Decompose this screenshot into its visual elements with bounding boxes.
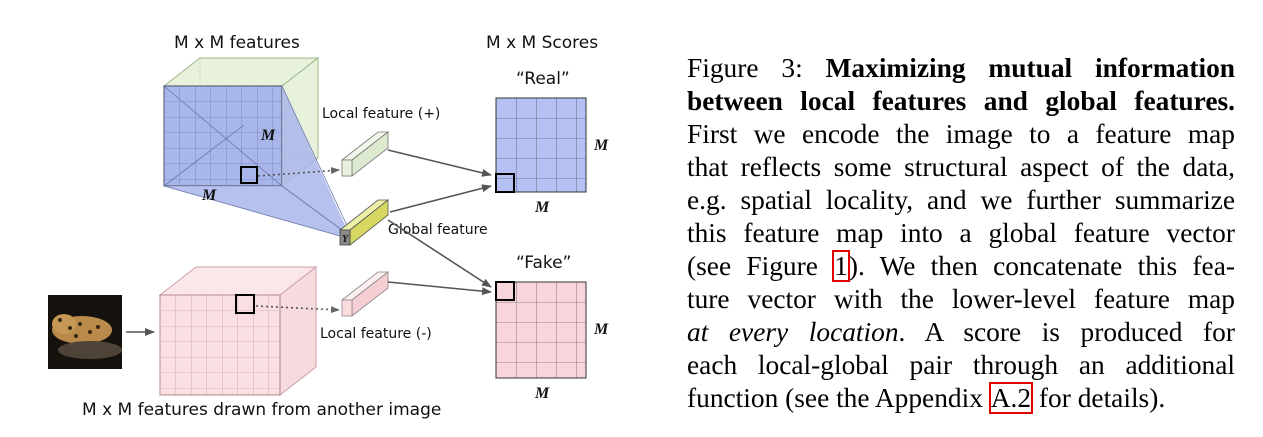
y-symbol: Y xyxy=(342,234,349,245)
global-feature-label: Global feature xyxy=(388,222,488,238)
caption-text: First we encode the image to a feature m… xyxy=(687,119,1235,149)
caption-text: ). We then concatenate this fea- xyxy=(848,251,1235,281)
caption-line: First we encode the image to a feature m… xyxy=(687,118,1235,151)
caption-text: . A score is produced for xyxy=(898,317,1235,347)
caption-bold-text: between local features and global featur… xyxy=(687,86,1235,116)
arrow-local-to-real xyxy=(387,149,492,177)
caption-line: between local features and global featur… xyxy=(687,85,1235,118)
real-score-cell xyxy=(495,173,515,193)
real-score-grid xyxy=(495,97,587,193)
caption-line: Figure 3: Maximizing mutual information xyxy=(687,52,1235,85)
dotted-arrow-fake xyxy=(255,305,340,314)
caption-reference-link[interactable]: A.2 xyxy=(988,382,1034,414)
local-feature-neg-bar xyxy=(340,271,390,317)
figure-diagram: M x M features M x M Scores M M Y Global… xyxy=(48,33,609,420)
selected-patch-real xyxy=(240,166,258,184)
caption-text: ture vector with the lower-level feature… xyxy=(687,284,1235,314)
caption-text: this feature map into a global feature v… xyxy=(687,218,1235,248)
input-image-thumbnail xyxy=(48,295,122,369)
fake-label: “Fake” xyxy=(516,253,571,273)
caption-line: ture vector with the lower-level feature… xyxy=(687,283,1235,316)
real-label: “Real” xyxy=(516,69,570,89)
caption-text: Figure 3: xyxy=(687,53,826,83)
caption-text: that reflects some structural aspect of … xyxy=(687,152,1235,182)
feature-cube-other xyxy=(158,265,318,397)
caption-line: (see Figure 1). We then concatenate this… xyxy=(687,250,1235,283)
caption-text: each local-global pair through an additi… xyxy=(687,350,1235,380)
caption-text: function (see the Appendix xyxy=(687,383,990,413)
local-feature-neg-label: Local feature (-) xyxy=(320,326,432,342)
selected-patch-fake xyxy=(235,294,255,314)
caption-line: function (see the Appendix A.2 for detai… xyxy=(687,382,1235,415)
caption-line: that reflects some structural aspect of … xyxy=(687,151,1235,184)
arrow-global-to-fake xyxy=(387,219,492,288)
caption-reference-link[interactable]: 1 xyxy=(832,250,850,282)
feature-cube-real: M M xyxy=(162,56,351,237)
m-real-right: M xyxy=(593,137,609,154)
other-image-label: M x M features drawn from another image xyxy=(82,400,441,420)
caption-line: this feature map into a global feature v… xyxy=(687,217,1235,250)
caption-bold-text: Maximizing mutual information xyxy=(825,53,1236,83)
caption-line: each local-global pair through an additi… xyxy=(687,349,1235,382)
m-width-label: M xyxy=(201,187,217,204)
m-depth-label: M xyxy=(260,127,276,144)
m-real-bottom: M xyxy=(534,199,550,216)
dotted-arrow-real xyxy=(257,167,340,177)
caption-text: for details). xyxy=(1032,383,1166,413)
fake-score-grid xyxy=(495,281,587,379)
fake-score-cell xyxy=(495,281,515,301)
local-feature-pos-label: Local feature (+) xyxy=(322,106,440,122)
caption-text: (see Figure xyxy=(687,251,834,281)
m-fake-right: M xyxy=(593,321,609,338)
caption-line: at every location. A score is produced f… xyxy=(687,316,1235,349)
caption-italic-text: at every location xyxy=(687,317,899,347)
caption-line: e.g. spatial locality, and we further su… xyxy=(687,184,1235,217)
mm-scores-label: M x M Scores xyxy=(486,33,598,53)
global-feature-bar: Y xyxy=(338,199,390,246)
m-fake-bottom: M xyxy=(534,385,550,402)
caption-text: e.g. spatial locality, and we further su… xyxy=(687,185,1235,215)
arrow-global-to-real xyxy=(389,184,492,213)
local-feature-pos-bar xyxy=(340,131,390,177)
mm-features-label: M x M features xyxy=(174,33,300,53)
arrow-local-to-fake xyxy=(387,281,492,296)
